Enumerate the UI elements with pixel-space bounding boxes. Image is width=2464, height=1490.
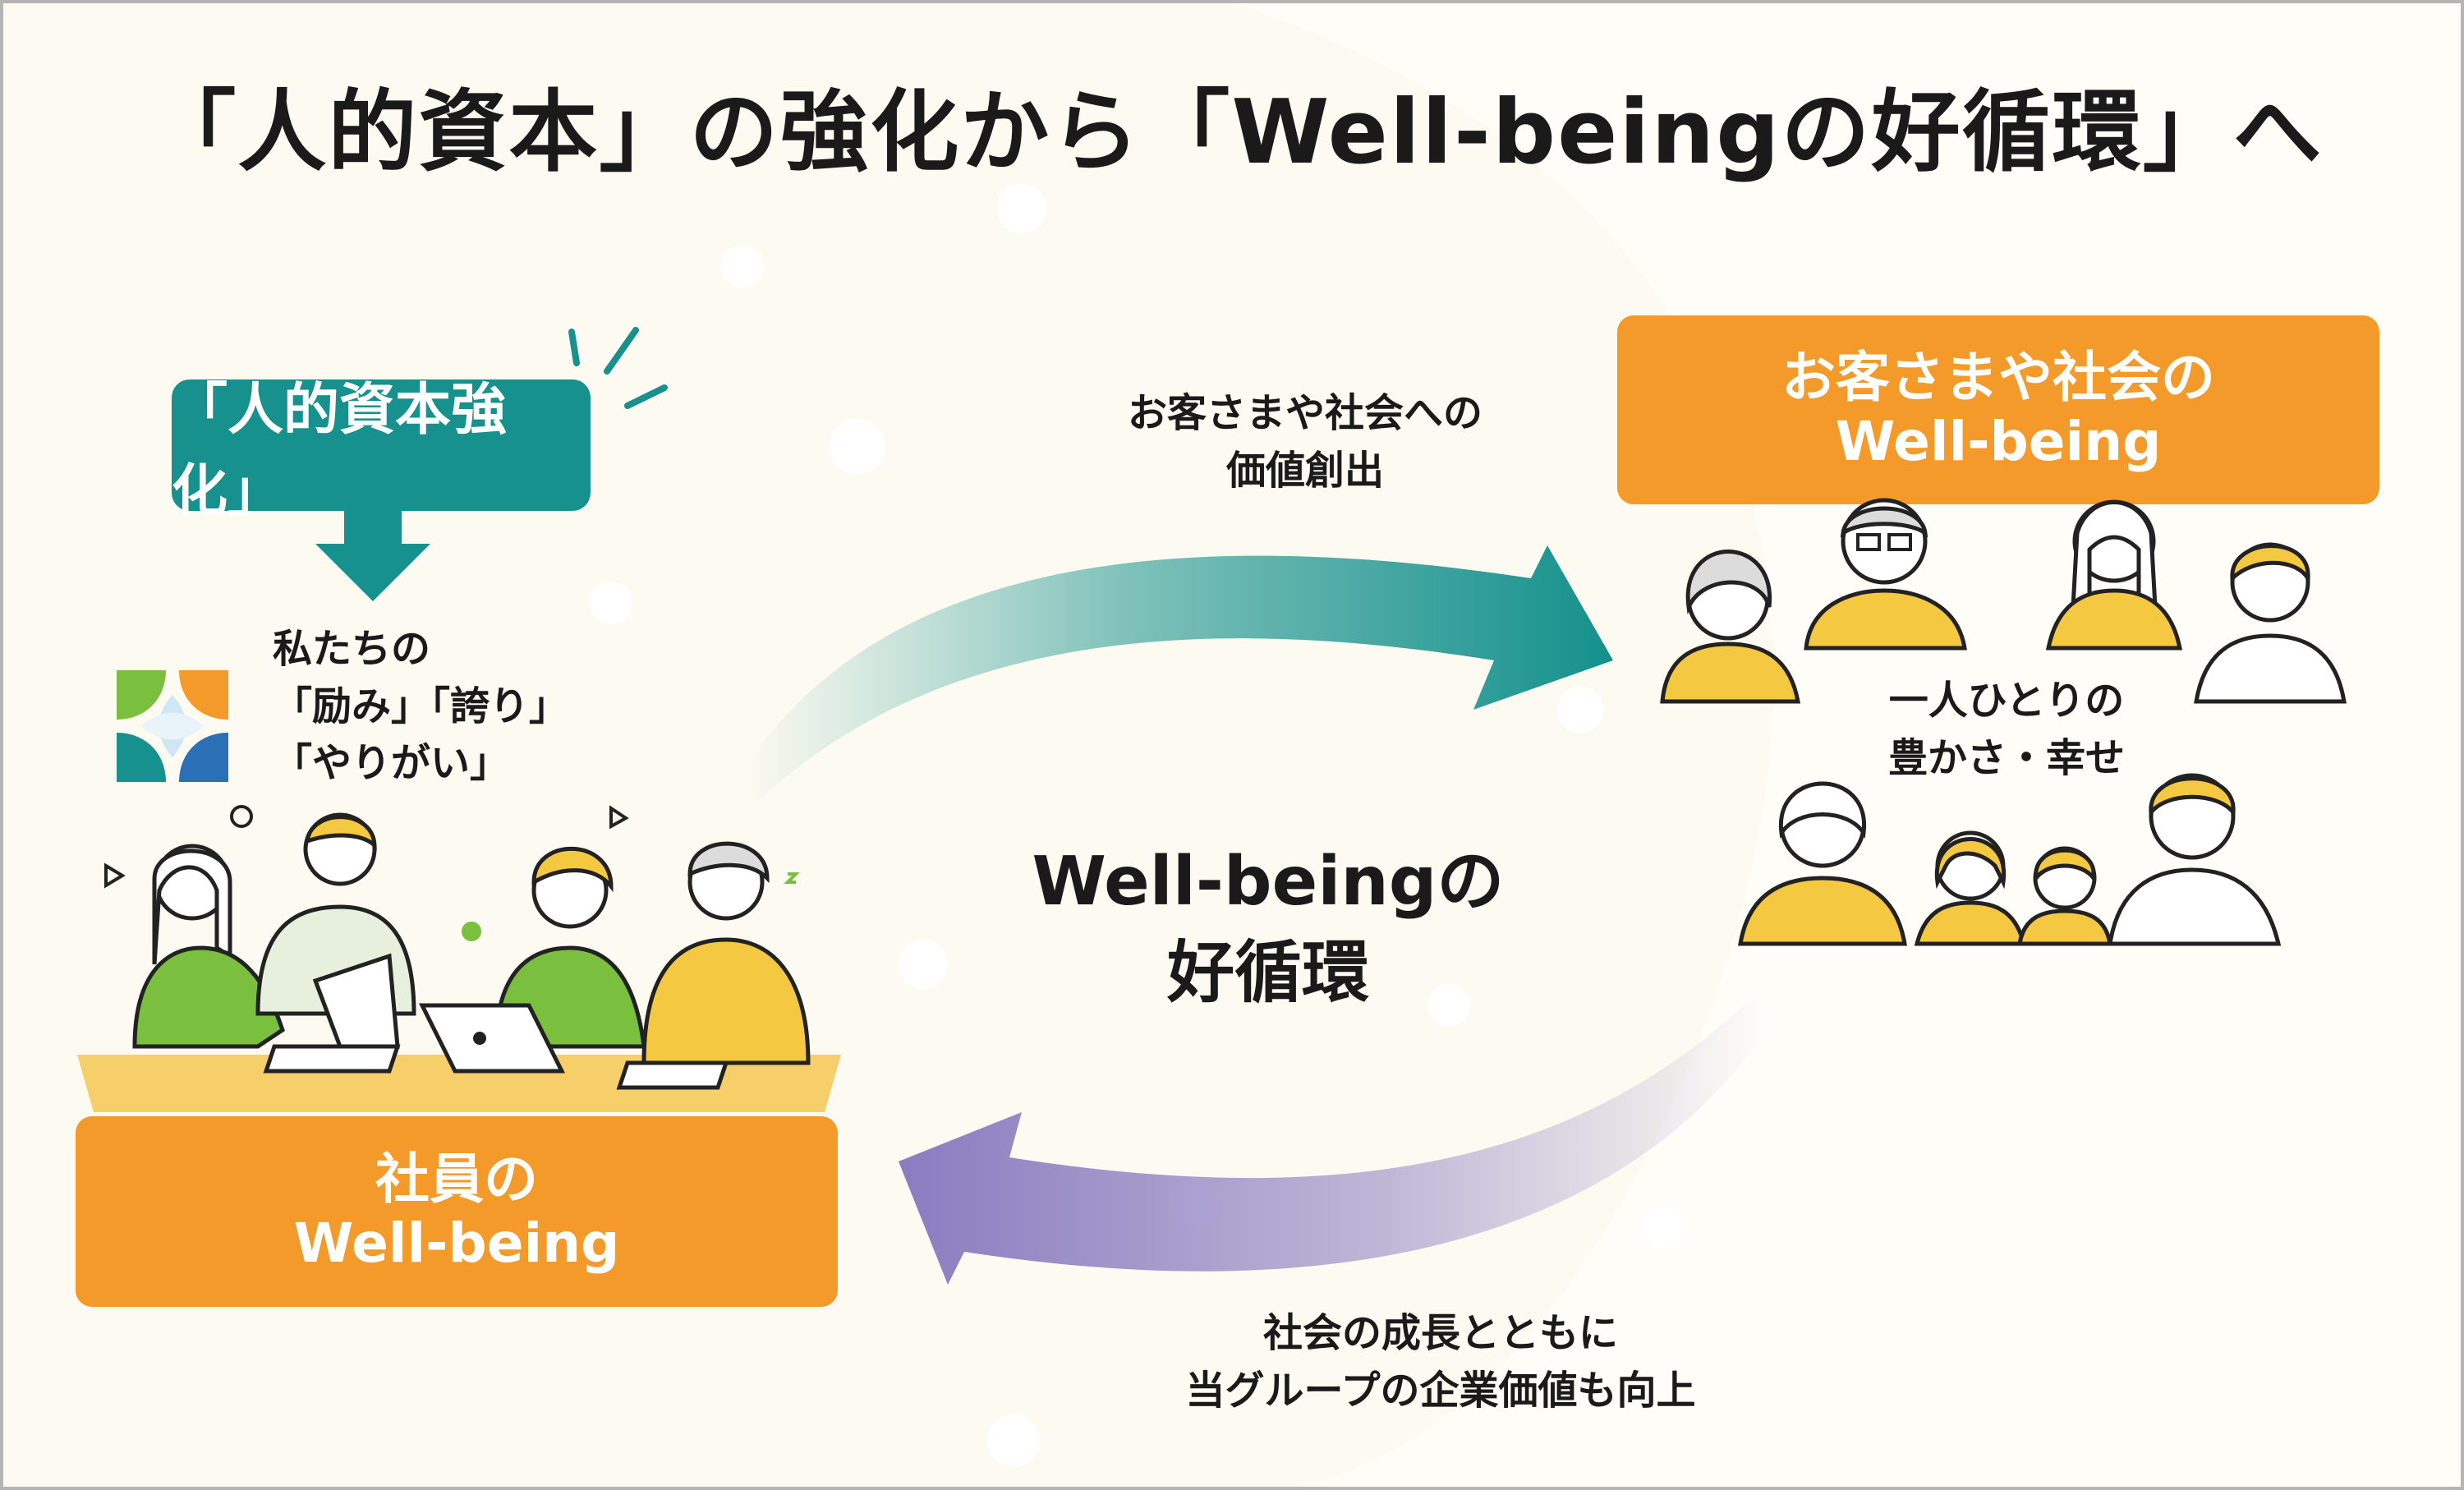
employees-illustration xyxy=(77,805,841,1112)
customer-caption-line-1: 一人ひとりの xyxy=(1888,678,2125,724)
customer-caption-line-2: 豊かさ・幸せ xyxy=(1888,734,2126,781)
circular-arrow-top xyxy=(742,545,1613,804)
employee-wellbeing-box: 社員の Well-being xyxy=(76,1116,838,1307)
bottom-arrow-line-1: 社会の成長とともに xyxy=(1262,1310,1618,1356)
values-line-3: 「やりがい」 xyxy=(273,740,510,787)
top-arrow-line-1: お客さまや社会への xyxy=(1127,390,1483,436)
bottom-arrow-line-2: 当グループの企業価値も向上 xyxy=(1185,1367,1696,1414)
human-capital-box: 「人的資本強化」 xyxy=(172,378,591,524)
top-arrow-line-2: 価値創出 xyxy=(1225,447,1384,494)
employee-values-text: 私たちの 「励み」「誇り」 「やりがい」 xyxy=(273,621,568,793)
bottom-arrow-label: 社会の成長とともに 当グループの企業価値も向上 xyxy=(1137,1305,1745,1419)
down-arrow-icon xyxy=(315,511,430,601)
center-line-2: 好循環 xyxy=(1166,933,1369,1012)
customer-wellbeing-box: お客さまや社会の Well-being xyxy=(1617,315,2379,504)
values-line-1: 私たちの xyxy=(273,626,431,672)
sparkle-icon xyxy=(568,327,668,409)
employee-wellbeing-line-2: Well-being xyxy=(293,1212,620,1275)
circular-arrow-bottom xyxy=(899,997,1769,1285)
customer-wellbeing-line-1: お客さまや社会の xyxy=(1781,346,2215,410)
human-capital-label: 「人的資本強化」 xyxy=(172,378,508,524)
top-arrow-label: お客さまや社会への 価値創出 xyxy=(1087,385,1523,499)
employee-wellbeing-line-1: 社員の xyxy=(375,1147,538,1212)
customer-caption: 一人ひとりの 豊かさ・幸せ xyxy=(1888,673,2125,787)
logo-icon xyxy=(117,670,228,782)
cycle-arrows xyxy=(742,545,1769,1285)
values-line-2: 「励み」「誇り」 xyxy=(273,683,569,729)
customer-wellbeing-line-2: Well-being xyxy=(1835,410,2162,473)
family-illustration xyxy=(1738,773,2282,946)
customers-illustration xyxy=(1660,498,2347,704)
page-title: 「人的資本」の強化から「Well-beingの好循環」へ xyxy=(147,81,2324,184)
center-label: Well-beingの 好循環 xyxy=(989,837,1547,1019)
center-line-1: Well-beingの xyxy=(1032,843,1505,921)
